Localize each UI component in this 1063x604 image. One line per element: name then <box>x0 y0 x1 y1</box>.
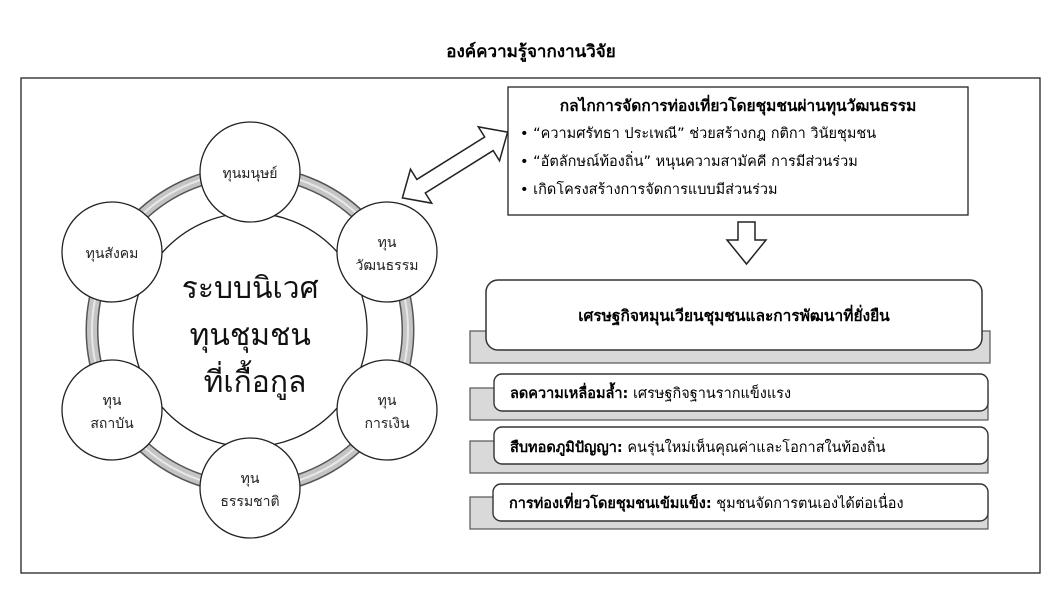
double-arrow-icon <box>401 125 509 205</box>
svg-text:ทุนมนุษย์: ทุนมนุษย์ <box>222 165 277 182</box>
outcome-panel: เศรษฐกิจหมุนเวียนชุมชนและการพัฒนาที่ยั่ง… <box>469 279 991 530</box>
mechanism-box: กลไกการจัดการท่องเที่ยวโดยชุมชนผ่านทุนวั… <box>507 86 969 216</box>
outcome-item: ลดความเหลื่อมล้ำ: เศรษฐกิจฐานรากแข็งแรง <box>469 373 989 421</box>
outcome-heading: เศรษฐกิจหมุนเวียนชุมชนและการพัฒนาที่ยั่ง… <box>578 304 890 326</box>
svg-text:การท่องเที่ยวโดยชุมชนเข้มแข็ง:: การท่องเที่ยวโดยชุมชนเข้มแข็ง: ชุมชนจัดก… <box>509 492 904 512</box>
mechanism-bullet: • “อัตลักษณ์ท้องถิ่น” หนุนความสามัคคี กา… <box>520 151 858 170</box>
mechanism-heading: กลไกการจัดการท่องเที่ยวโดยชุมชนผ่านทุนวั… <box>560 94 917 116</box>
node-institutional-capital: ทุน สถาบัน <box>61 359 163 461</box>
svg-text:วัฒนธรรม: วัฒนธรรม <box>356 258 419 274</box>
outer-frame <box>20 77 1041 574</box>
mechanism-bullet: • “ความศรัทธา ประเพณี” ช่วยสร้างกฎ กติกา… <box>520 125 876 142</box>
ecosystem-cycle: ระบบนิเวศ ทุนชุมชน ที่เกื้อกูล ทุนมนุษย์… <box>61 121 438 539</box>
svg-text:สถาบัน: สถาบัน <box>90 416 134 432</box>
node-social-capital: ทุนสังคม <box>61 201 163 303</box>
svg-text:ทุน: ทุน <box>103 393 122 409</box>
node-human-capital: ทุนมนุษย์ <box>199 121 301 223</box>
outcome-item: สืบทอดภูมิปัญญา: คนรุ่นใหม่เห็นคุณค่าและ… <box>469 426 989 474</box>
svg-text:ทุน: ทุน <box>378 235 397 251</box>
svg-text:ลดความเหลื่อมล้ำ: เศรษฐกิจฐานร: ลดความเหลื่อมล้ำ: เศรษฐกิจฐานรากแข็งแรง <box>510 382 791 402</box>
mechanism-bullet: • เกิดโครงสร้างการจัดการแบบมีส่วนร่วม <box>520 180 778 198</box>
svg-text:ธรรมชาติ: ธรรมชาติ <box>220 494 279 510</box>
diagram-title: องค์ความรู้จากงานวิจัย <box>446 41 615 63</box>
svg-text:ทุน: ทุน <box>241 471 260 487</box>
outcome-item: การท่องเที่ยวโดยชุมชนเข้มแข็ง: ชุมชนจัดก… <box>469 483 989 530</box>
svg-text:ทุน: ทุน <box>378 393 397 409</box>
node-natural-capital: ทุน ธรรมชาติ <box>199 437 301 539</box>
down-arrow-icon <box>725 221 768 266</box>
node-financial-capital: ทุน การเงิน <box>336 359 438 461</box>
svg-text:สืบทอดภูมิปัญญา: คนรุ่นใหม่เห็: สืบทอดภูมิปัญญา: คนรุ่นใหม่เห็นคุณค่าและ… <box>510 437 886 456</box>
center-label: ระบบนิเวศ ทุนชุมชน ที่เกื้อกูล <box>182 271 329 400</box>
svg-text:ทุนสังคม: ทุนสังคม <box>86 246 139 262</box>
svg-text:การเงิน: การเงิน <box>364 416 409 432</box>
node-cultural-capital: ทุน วัฒนธรรม <box>336 201 438 303</box>
